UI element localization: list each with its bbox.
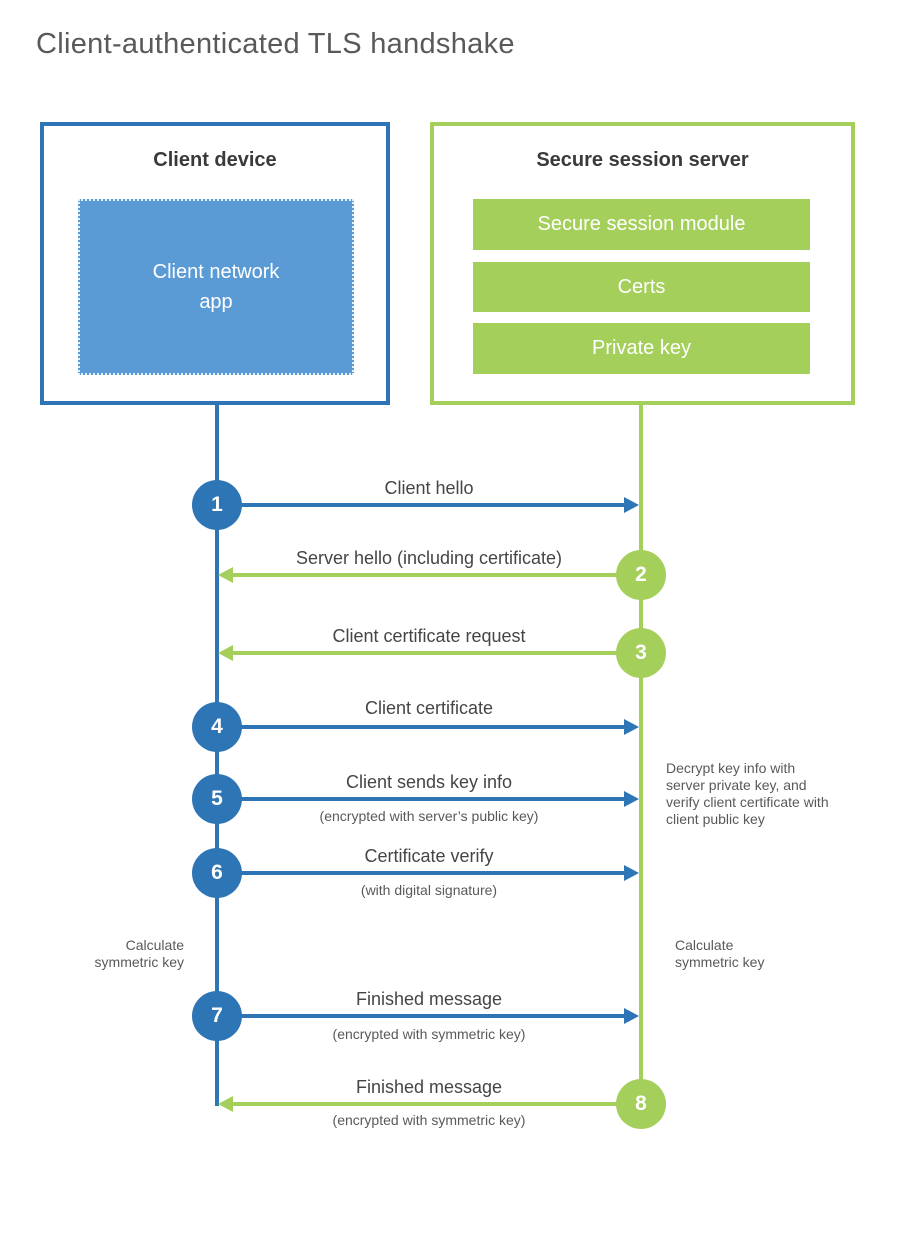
note-calculate-symmetric-key-server: Calculate symmetric key — [675, 937, 765, 970]
step-circle-7: 7 — [192, 991, 242, 1041]
step-circle-6: 6 — [192, 848, 242, 898]
client-lifeline — [215, 405, 219, 1106]
message-sublabel-7: (encrypted with symmetric key) — [332, 1026, 526, 1042]
step-circle-8: 8 — [616, 1079, 666, 1129]
message-sublabel-5: (encrypted with server’s public key) — [319, 808, 539, 824]
server-module-bar-certs: Certs — [473, 262, 810, 312]
note-decrypt-key-info: Decrypt key info with server private key… — [666, 760, 829, 827]
client-network-app-box: Client network app — [78, 199, 354, 375]
message-label-6: Certificate verify — [364, 846, 494, 866]
message-arrow-7-right — [217, 1008, 639, 1024]
step-circle-3: 3 — [616, 628, 666, 678]
step-circle-4: 4 — [192, 702, 242, 752]
message-arrow-6-right — [217, 865, 639, 881]
step-number-4: 4 — [211, 715, 223, 738]
message-sublabel-8: (encrypted with symmetric key) — [332, 1112, 526, 1128]
server-box: Secure session server Secure session mod… — [430, 122, 855, 405]
step-number-1: 1 — [211, 493, 223, 516]
step-number-2: 2 — [635, 563, 647, 586]
server-module-bar-private-key: Private key — [473, 323, 810, 374]
message-label-4: Client certificate — [364, 698, 494, 718]
step-number-8: 8 — [635, 1092, 647, 1115]
message-arrow-8-left — [218, 1096, 641, 1112]
message-label-3: Client certificate request — [332, 626, 526, 646]
step-number-7: 7 — [211, 1004, 223, 1027]
note-calculate-symmetric-key-client: Calculate symmetric key — [94, 937, 184, 970]
message-arrow-4-right — [217, 719, 639, 735]
server-lifeline — [639, 405, 643, 1104]
message-arrow-2-left — [218, 567, 641, 583]
step-circle-5: 5 — [192, 774, 242, 824]
step-circle-2: 2 — [616, 550, 666, 600]
page-title: Client-authenticated TLS handshake — [36, 28, 515, 60]
step-number-3: 3 — [635, 641, 647, 664]
client-device-box: Client device Client network app — [40, 122, 390, 405]
server-title: Secure session server — [536, 149, 749, 171]
message-label-7: Finished message — [355, 989, 503, 1009]
message-label-1: Client hello — [384, 478, 474, 498]
client-device-title: Client device — [153, 149, 277, 171]
step-number-5: 5 — [211, 787, 223, 810]
message-label-5: Client sends key info — [345, 772, 513, 792]
message-arrow-1-right — [217, 497, 639, 513]
message-label-2: Server hello (including certificate) — [295, 548, 563, 568]
step-number-6: 6 — [211, 861, 223, 884]
client-network-app-label: Client network app — [152, 261, 280, 313]
message-sublabel-6: (with digital signature) — [360, 882, 498, 898]
message-arrow-3-left — [218, 645, 641, 661]
message-arrow-5-right — [217, 791, 639, 807]
server-module-bar-secure-session-module: Secure session module — [473, 199, 810, 250]
message-label-8: Finished message — [355, 1077, 503, 1097]
step-circle-1: 1 — [192, 480, 242, 530]
